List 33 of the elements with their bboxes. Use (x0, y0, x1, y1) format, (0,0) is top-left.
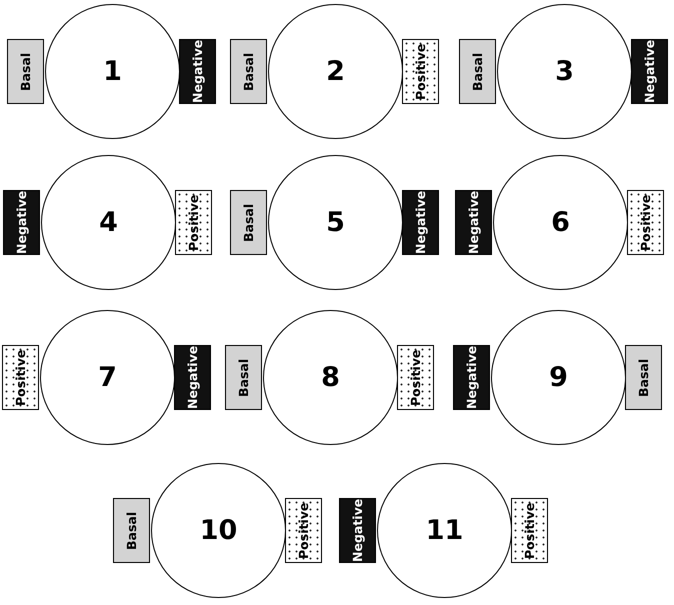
numbered-circle: 3 (497, 4, 632, 139)
numbered-circle: 2 (268, 4, 403, 139)
numbered-circle: 8 (263, 310, 398, 445)
category-tag: Negative (3, 190, 40, 255)
category-tag: Positive (285, 498, 322, 563)
category-tag: Positive (397, 345, 434, 410)
category-tag: Basal (230, 190, 267, 255)
category-tag: Negative (631, 39, 668, 104)
numbered-circle: 1 (45, 4, 180, 139)
category-tag: Basal (230, 39, 267, 104)
category-tag: Positive (627, 190, 664, 255)
category-tag: Negative (174, 345, 211, 410)
category-tag: Positive (2, 345, 39, 410)
category-tag: Basal (625, 345, 662, 410)
category-tag: Negative (402, 190, 439, 255)
category-tag: Positive (175, 190, 212, 255)
numbered-circle: 6 (493, 155, 628, 290)
category-tag: Positive (511, 498, 548, 563)
category-tag: Basal (225, 345, 262, 410)
category-tag: Positive (402, 39, 439, 104)
category-tag: Negative (455, 190, 492, 255)
numbered-circle: 5 (268, 155, 403, 290)
numbered-circle: 7 (40, 310, 175, 445)
category-tag: Basal (113, 498, 150, 563)
numbered-circle: 4 (41, 155, 176, 290)
numbered-circle: 9 (491, 310, 626, 445)
numbered-circle: 10 (151, 463, 286, 598)
category-tag: Negative (179, 39, 216, 104)
category-tag: Basal (7, 39, 44, 104)
numbered-circle: 11 (377, 463, 512, 598)
category-tag: Negative (453, 345, 490, 410)
category-tag: Negative (339, 498, 376, 563)
category-tag: Basal (459, 39, 496, 104)
